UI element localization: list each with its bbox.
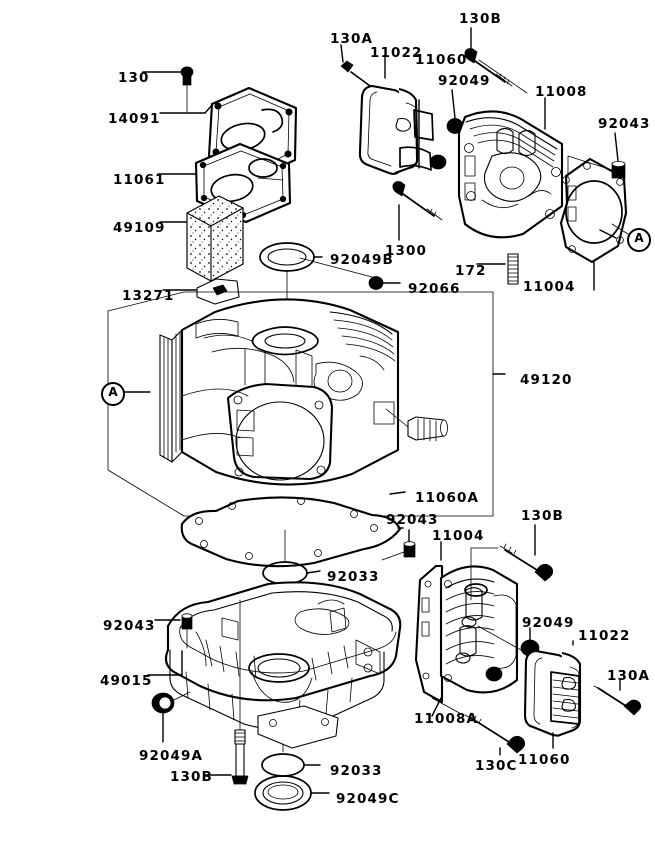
part-49109-breather-element [186,195,244,282]
part-130-bolt [180,66,194,113]
part-number-label-rocker-cover-upper: 11022 [370,45,423,61]
part-number-label-oil-seal-lower: 92049 [522,615,575,631]
part-number-label-o-ring-upper: 92049B [330,252,394,268]
section-marker-leaders [121,229,617,393]
part-130B-bolt-upper [464,27,528,94]
part-number-label-dowel-pin-lower: 92043 [386,512,439,528]
section-marker-a: A [101,382,125,406]
part-number-label-cylinder-head-lower: 11008A [414,711,479,727]
part-number-label-head-gasket-lower: 11004 [432,528,485,544]
part-number-label-dowel-pin-upper: 92043 [598,116,651,132]
part-number-label-rocker-cover-lower: 11022 [578,628,631,644]
crankcase-reference-frame [107,291,506,517]
part-number-label-head-bolt-long-upper: 1300 [385,243,427,259]
part-130C-bolt-lower [431,697,526,756]
part-number-label-crankcase-assembly: 49120 [520,372,573,388]
part-11004-head-gasket-lower [414,541,444,704]
part-130B-bolt-lower [470,524,554,601]
part-number-label-rocker-cover-gasket-lower: 11060 [518,752,571,768]
part-number-label-head-bolt-lower: 130B [521,508,564,524]
part-number-label-plug: 92066 [408,281,461,297]
part-number-label-head-bolt-long-lower: 130C [475,758,518,774]
part-number-label-breather-bolt: 130 [118,70,150,86]
part-number-label-rocker-cover-gasket-upper: 11060 [415,52,468,68]
part-number-label-breather-plate: 13271 [122,288,175,304]
part-92043-dowel-pin-lower [381,527,416,561]
leader-lines-left [142,71,213,291]
part-number-label-dowel-pin-pan: 92043 [103,618,156,634]
part-92033-snap-ring-lower [261,743,321,777]
part-number-label-head-bolt-upper: 130B [459,11,502,27]
part-number-label-snap-ring-lower: 92033 [330,763,383,779]
part-number-label-breather-element: 49109 [113,220,166,236]
part-13271-breather-plate [196,278,240,305]
part-number-label-breather-cover: 14091 [108,111,161,127]
part-11060-rocker-gasket-upper [418,99,447,170]
part-92043-dowel-pin-upper [567,132,626,179]
part-number-label-breather-gasket: 11061 [113,172,166,188]
part-11022-rocker-cover-upper [358,54,434,175]
part-92049A-oil-seal-pan [151,691,191,743]
part-92049C-oil-seal-bottom [254,775,330,811]
part-number-label-snap-ring-upper: 92033 [327,569,380,585]
part-number-label-oil-pan: 49015 [100,673,153,689]
part-number-label-oil-seal-bottom: 92049C [336,791,400,807]
part-92066-plug [299,257,401,290]
part-11008A-cylinder-head-lower [431,565,519,717]
part-49120-crankcase [159,298,448,486]
part-number-label-head-gasket-upper: 11004 [523,279,576,295]
part-1300-bolt-upper [392,181,443,241]
part-number-label-rocker-cover-bolt-upper: 130A [330,31,374,47]
part-92043-dowel-pin-pan [154,613,193,649]
part-11022-rocker-cover-lower [523,640,582,749]
part-number-label-oil-seal-pan: 92049A [139,748,204,764]
section-marker-a: A [627,228,651,252]
part-number-label-cylinder-head-upper: 11008 [535,84,588,100]
part-11060A-crankcase-gasket [180,491,406,568]
part-11004-head-gasket-upper [559,157,629,291]
part-172-stud-upper [476,253,519,285]
part-number-label-crankcase-gasket: 11060A [415,490,480,506]
part-130A-bolt-lower [593,679,642,716]
part-49015-oil-pan [147,581,402,749]
part-number-label-rocker-cover-bolt-lower: 130A [607,668,651,684]
part-number-label-stud-upper: 172 [455,263,487,279]
part-130B-oil-pan-bolt [204,599,249,785]
part-11008-cylinder-head-upper [457,97,564,239]
part-number-label-oil-seal-upper: 92049 [438,73,491,89]
part-number-label-oil-pan-bolt: 130B [170,769,213,785]
